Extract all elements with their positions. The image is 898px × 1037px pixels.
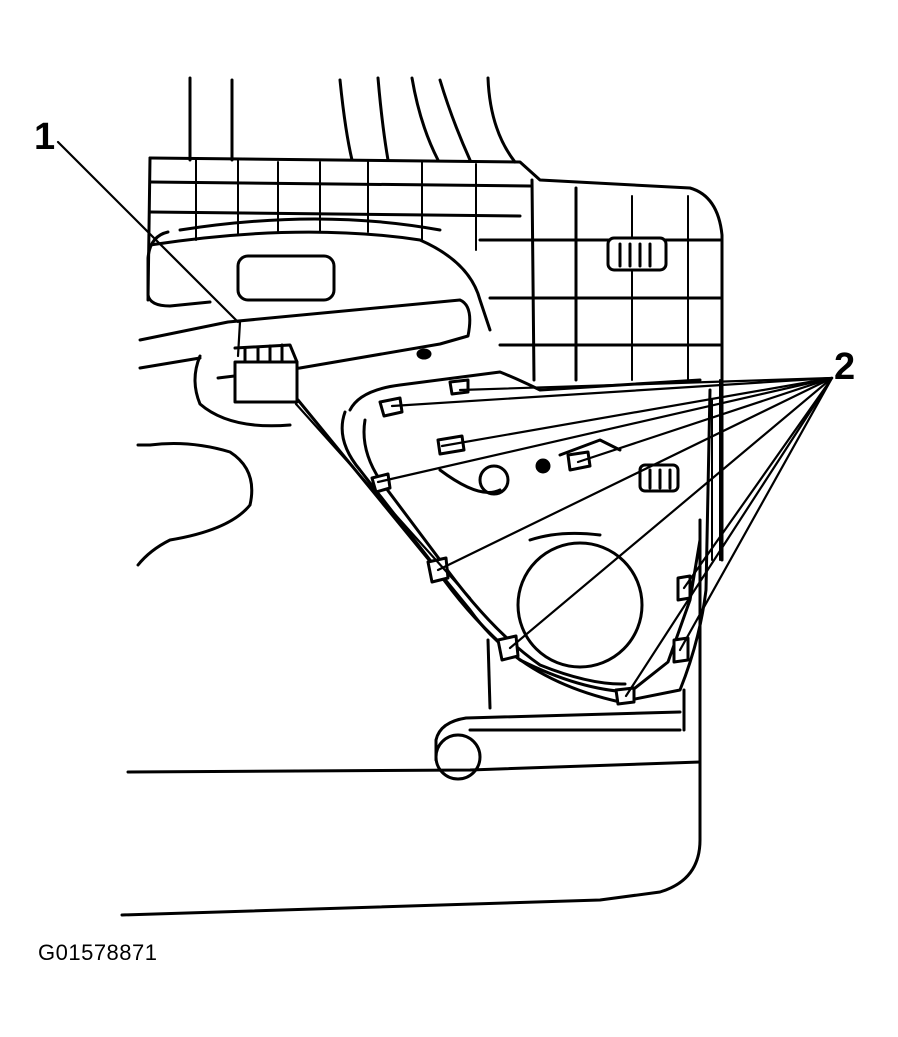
figure-id-label: G01578871 — [38, 940, 158, 965]
leader-lines-2 — [376, 376, 834, 698]
callout-number-1: 1 — [34, 116, 56, 158]
grid-panel — [146, 156, 724, 562]
upper-pipes — [188, 76, 517, 164]
left-housing — [136, 217, 492, 567]
leader-lines-1 — [56, 140, 472, 600]
lower-body — [120, 518, 702, 917]
connector-1 — [233, 343, 432, 404]
callout-number-2: 2 — [834, 346, 856, 388]
